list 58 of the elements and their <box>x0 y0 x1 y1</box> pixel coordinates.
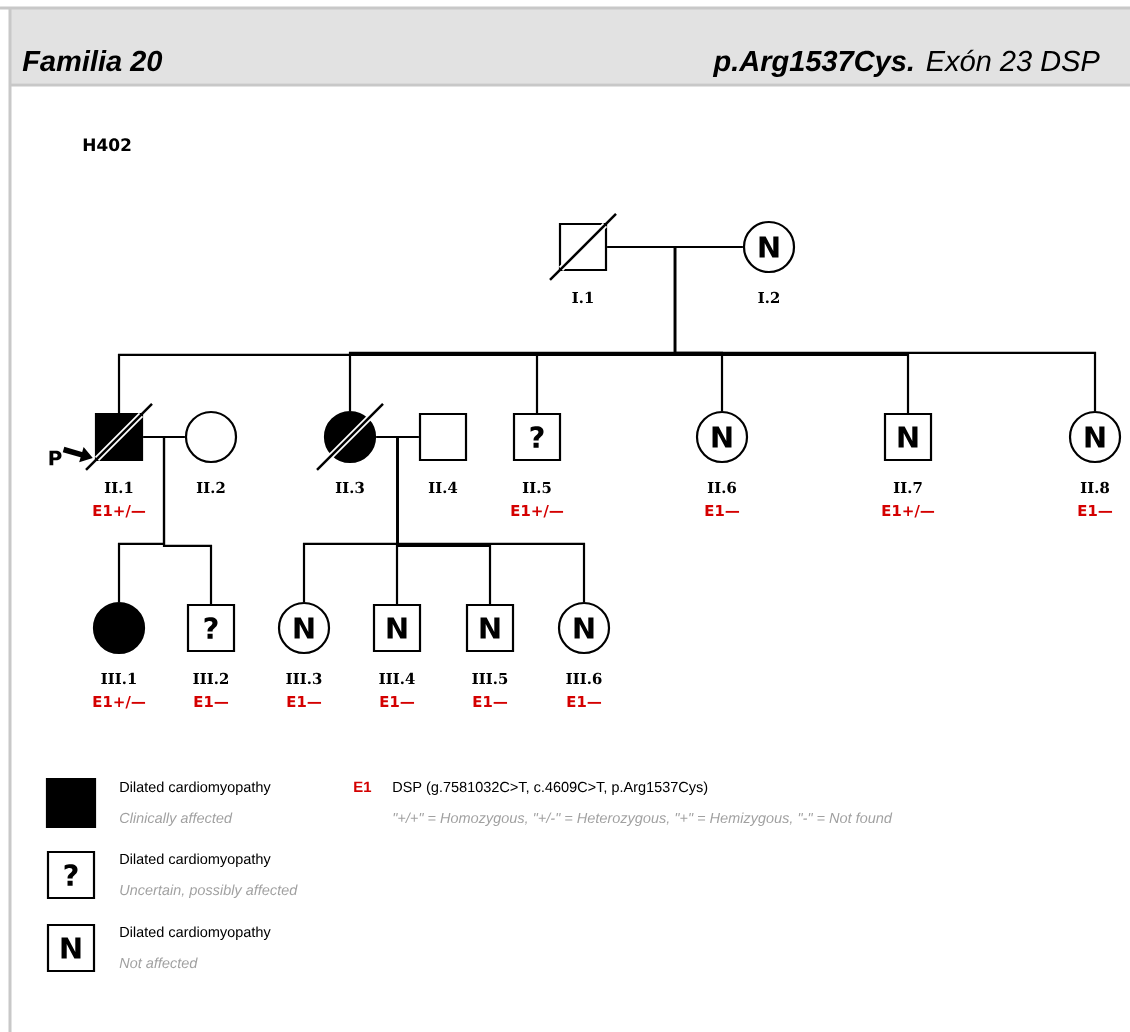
pedigree-circle <box>184 410 238 464</box>
genotype-label: E1— <box>380 696 415 707</box>
individual-label: II.8 <box>1080 481 1110 494</box>
genotype-label: E1— <box>1078 505 1113 516</box>
proband-letter: P <box>49 450 62 466</box>
individual-label: III.3 <box>286 672 322 685</box>
individual-label: III.6 <box>566 672 602 685</box>
genotype-label: E1— <box>473 696 508 707</box>
descent-line <box>673 247 1097 411</box>
pedigree-circle <box>316 403 384 471</box>
pedigree-square: N <box>465 603 515 653</box>
individual-label: III.1 <box>101 672 136 685</box>
individual-label: I.2 <box>758 291 779 304</box>
individual-label: II.5 <box>522 482 551 494</box>
genotype-label: E1+/— <box>93 696 146 709</box>
legend-text: Dilated cardiomyopathy <box>120 781 271 795</box>
legend-symbol <box>45 777 97 829</box>
genotype-label: E1— <box>194 696 229 707</box>
individual-label: III.5 <box>472 673 508 685</box>
pedigree-square <box>549 213 617 281</box>
legend-text: Dilated cardiomyopathy <box>120 853 271 867</box>
pedigree-circle <box>92 601 146 655</box>
genotype-label: E1+/— <box>511 505 564 518</box>
variant-code: E1 <box>354 781 372 792</box>
family-code: H402 <box>83 138 131 152</box>
genotype-note: "+/+" = Homozygous, "+/-" = Heterozygous, "+" = Hemizygous, "-" = Not found <box>393 812 893 826</box>
individual-label: III.2 <box>193 672 228 685</box>
individual-label: II.2 <box>196 481 225 494</box>
descent-line <box>162 437 213 604</box>
genotype-label: E1+/— <box>93 505 146 518</box>
individual-label: II.6 <box>707 481 737 494</box>
genotype-label: E1— <box>287 696 322 707</box>
descent-line <box>396 437 586 602</box>
pedigree-square: ? <box>186 603 236 653</box>
title: Familia 20 <box>22 49 163 72</box>
partner-line <box>376 435 419 439</box>
legend-description: Not affected <box>119 957 198 969</box>
genotype-label: E1— <box>567 696 602 707</box>
legend-description: Clinically affected <box>120 812 233 826</box>
individual-label: III.4 <box>379 672 415 685</box>
header-text: p.Arg1537Cys. Exón 23 DSP <box>712 49 1100 77</box>
individual-label: II.1 <box>104 481 133 494</box>
individual-label: II.7 <box>893 482 922 494</box>
genotype-label: E1— <box>705 505 740 516</box>
individual-label: II.3 <box>335 481 364 494</box>
pedigree-square <box>418 412 468 462</box>
legend-text: Dilated cardiomyopathy <box>120 926 271 940</box>
partner-line <box>143 435 185 439</box>
variant-description: DSP (g.7581032C>T, c.4609C>T, p.Arg1537Cys) <box>393 781 708 795</box>
individual-label: II.4 <box>428 481 458 494</box>
legend-description: Uncertain, possibly affected <box>120 884 298 898</box>
partner-line <box>607 245 743 249</box>
pedigree-square: N <box>883 412 933 462</box>
pedigree-square: N <box>372 603 422 653</box>
individual-label: I.1 <box>572 291 593 304</box>
pedigree-square: ? <box>512 412 562 462</box>
pedigree-square <box>85 403 153 471</box>
genotype-label: E1+/— <box>882 505 935 518</box>
